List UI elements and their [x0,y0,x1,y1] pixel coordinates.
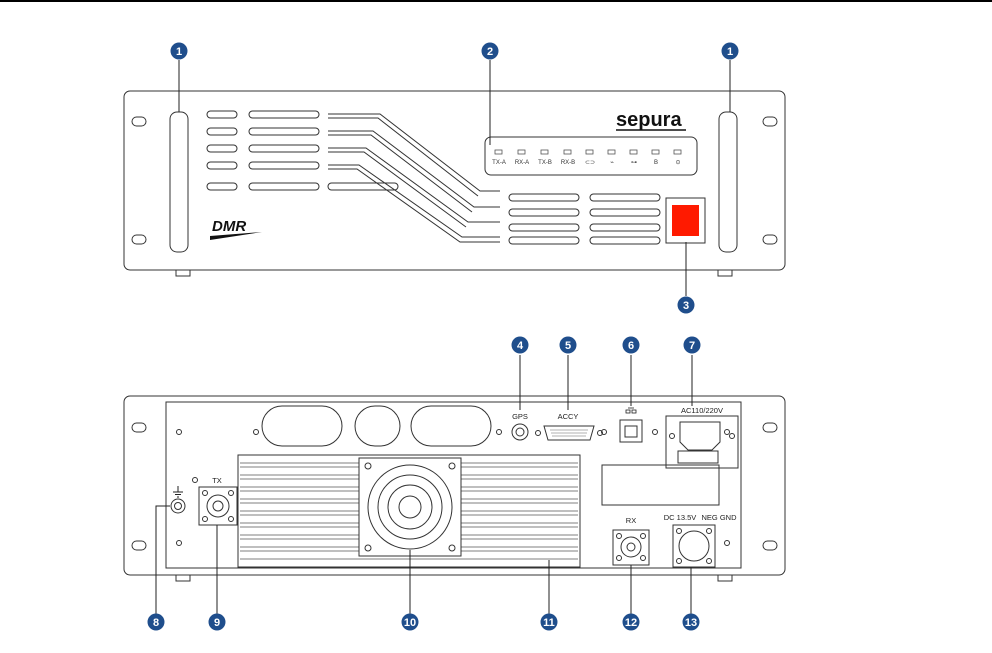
callout-3: 3 [678,297,695,314]
callout-4: 4 [512,337,529,354]
callout-2: 2 [482,43,499,60]
callout-10: 10 [402,614,419,631]
front-foot-left [176,270,190,276]
callout-1-right: 1 [722,43,739,60]
rear-foot-left [176,575,190,581]
svg-text:9: 9 [214,617,220,629]
led [564,150,571,154]
led [630,150,637,154]
led [495,150,502,154]
svg-text:7: 7 [689,340,695,352]
dc-label: DC 13.5V [664,513,697,522]
led-label-network: ⊶ [631,160,637,166]
led-label-b: B [654,160,658,166]
fan-housing [359,458,461,556]
rear-panel [124,396,785,581]
tx-label: TX [212,476,222,485]
svg-text:12: 12 [625,617,637,629]
callout-9: 9 [209,614,226,631]
led [608,150,615,154]
led [674,150,681,154]
rx-label: RX [626,516,636,525]
led-label-rx-a: RX-A [515,160,529,166]
led-label-signal: ⌁ [610,160,614,166]
svg-text:4: 4 [517,340,524,352]
led-label-link: ⊂⊃ [585,160,595,166]
callout-1-left: 1 [171,43,188,60]
svg-text:1: 1 [176,46,182,58]
svg-text:11: 11 [543,617,555,629]
ac-label: AC110/220V [681,406,723,415]
callout-8: 8 [148,614,165,631]
callout-7: 7 [684,337,701,354]
led-label-tx-a: TX-A [492,160,506,166]
gps-label: GPS [512,412,528,421]
callout-13: 13 [683,614,700,631]
power-switch [672,205,699,236]
rear-foot-right [718,575,732,581]
svg-text:13: 13 [685,617,697,629]
led-label-tx-b: TX-B [538,160,552,166]
dmr-logo: DMR [212,218,246,235]
svg-text:2: 2 [487,46,493,58]
callout-5: 5 [560,337,577,354]
led-indicators [495,150,681,154]
callout-6: 6 [623,337,640,354]
led [518,150,525,154]
svg-text:1: 1 [727,46,733,58]
callout-11: 11 [541,614,558,631]
svg-text:10: 10 [404,617,416,629]
brand-logo: sepura [616,109,682,131]
led [541,150,548,154]
svg-text:6: 6 [628,340,634,352]
led [652,150,659,154]
callout-12: 12 [623,614,640,631]
svg-text:3: 3 [683,300,689,312]
led [586,150,593,154]
accy-label: ACCY [558,412,579,421]
svg-text:8: 8 [153,617,159,629]
neg-gnd-label: NEG GND [701,513,737,522]
svg-text:5: 5 [565,340,571,352]
led-label-rx-b: RX-B [561,160,575,166]
front-foot-right [718,270,732,276]
led-label-power: ⊙ [675,160,680,166]
